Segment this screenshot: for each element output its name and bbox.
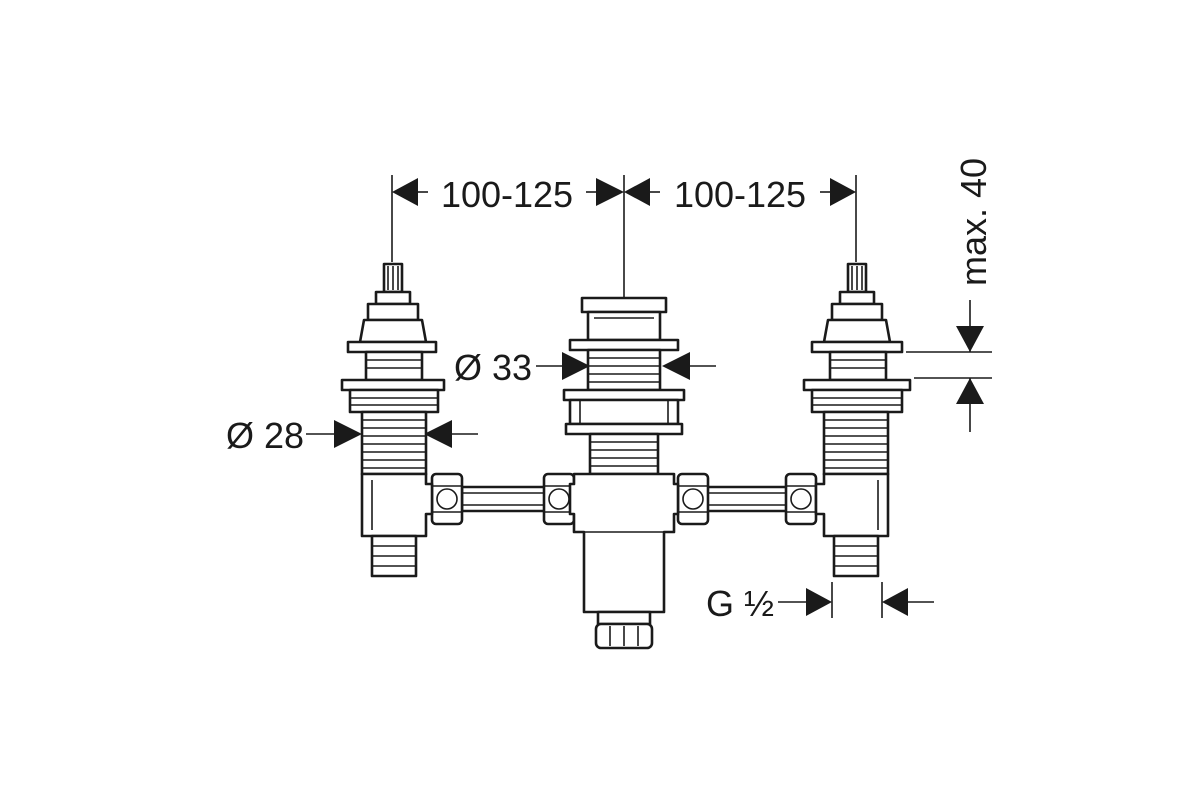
dim-max-height: max. 40 bbox=[953, 158, 994, 286]
dim-spacing-right: 100-125 bbox=[674, 174, 806, 215]
dim-diameter-center: Ø 33 bbox=[454, 347, 532, 388]
dim-thread: G ½ bbox=[706, 583, 774, 624]
dim-diameter-side: Ø 28 bbox=[226, 415, 304, 456]
coupling-right-outer bbox=[784, 472, 818, 526]
coupling-left-outer bbox=[430, 472, 464, 526]
coupling-right-inner bbox=[676, 472, 710, 526]
pipe-couplings bbox=[430, 472, 818, 526]
center-valve bbox=[562, 296, 686, 650]
dimension-arrows bbox=[334, 178, 984, 616]
dim-spacing-left: 100-125 bbox=[441, 174, 573, 215]
right-valve bbox=[802, 262, 912, 578]
left-valve bbox=[340, 262, 446, 578]
